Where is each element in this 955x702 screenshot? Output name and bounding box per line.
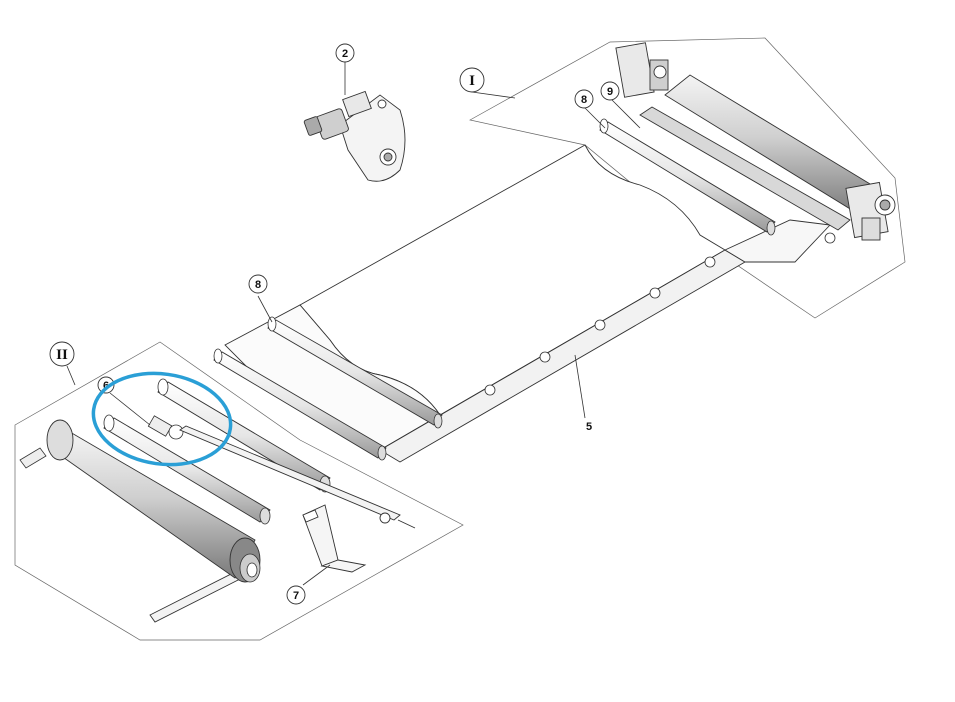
group-ii-boundary: [14, 341, 464, 641]
part-5-label: 5: [586, 421, 592, 433]
supply-drum: [19, 419, 261, 583]
group-i-text: I: [469, 73, 475, 89]
group-ii-label: II: [49, 341, 75, 367]
group-ii-text: II: [56, 347, 68, 363]
leader-lines: [66, 62, 641, 586]
callout-2-label: 2: [342, 48, 348, 60]
part-2-motor: [303, 90, 406, 182]
belt-pins: [484, 232, 836, 396]
roller-lower: [213, 348, 387, 461]
highlight-ellipse: [91, 371, 233, 467]
callout-8-upper: 8: [574, 89, 594, 109]
rollers: [103, 118, 776, 525]
roller-group-ii-b: [103, 414, 271, 525]
group-i-label: I: [459, 67, 485, 93]
callout-9-label: 9: [607, 86, 613, 98]
part-7-bracket: [302, 504, 367, 573]
roller-upper: [599, 118, 776, 236]
part-6-knob: [147, 415, 184, 440]
callout-8-upper-label: 8: [581, 94, 587, 106]
callout-2: 2: [335, 43, 355, 63]
shaft-rod: [149, 425, 416, 623]
callout-7-label: 7: [293, 590, 299, 602]
take-up-drum: [615, 42, 896, 241]
callout-8-lower-label: 8: [255, 279, 261, 291]
callout-7: 7: [286, 585, 306, 605]
roller-mid: [267, 316, 443, 429]
callout-9: 9: [600, 81, 620, 101]
group-i-boundary: [469, 37, 906, 319]
callout-8-lower: 8: [248, 274, 268, 294]
